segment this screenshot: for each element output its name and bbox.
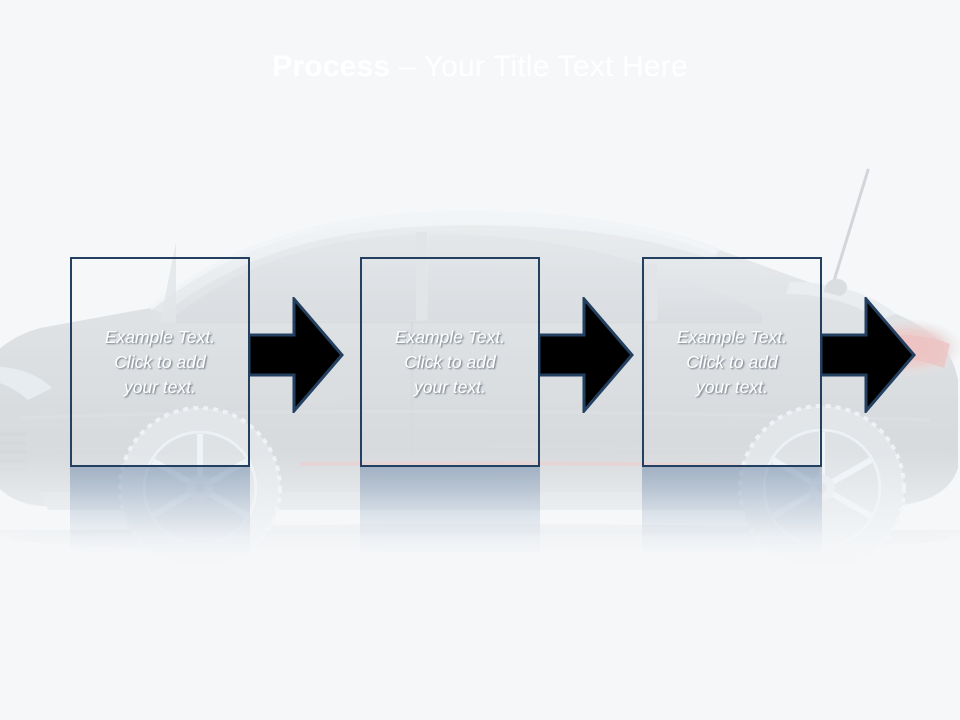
process-step-text-3: Example Text. Click to add your text. [676, 326, 788, 397]
process-arrow-3[interactable] [820, 297, 916, 413]
process-step-text-1: Example Text. Click to add your text. [104, 326, 216, 397]
process-step-box-2[interactable]: Example Text. Click to add your text. [360, 257, 540, 467]
process-step-box-3[interactable]: Example Text. Click to add your text. [642, 257, 822, 467]
process-step-text-2: Example Text. Click to add your text. [394, 326, 506, 397]
box-reflection [642, 467, 822, 555]
page-title-bold: Process [272, 50, 391, 83]
box-reflection [70, 467, 250, 555]
page-title-regular: – Your Title Text Here [390, 50, 688, 83]
process-arrow-2[interactable] [538, 297, 634, 413]
box-reflection [360, 467, 540, 555]
process-step-box-1[interactable]: Example Text. Click to add your text. [70, 257, 250, 467]
slide-header-band: Process – Your Title Text Here [0, 0, 960, 132]
process-arrow-1[interactable] [248, 297, 344, 413]
page-title: Process – Your Title Text Here [0, 50, 960, 84]
